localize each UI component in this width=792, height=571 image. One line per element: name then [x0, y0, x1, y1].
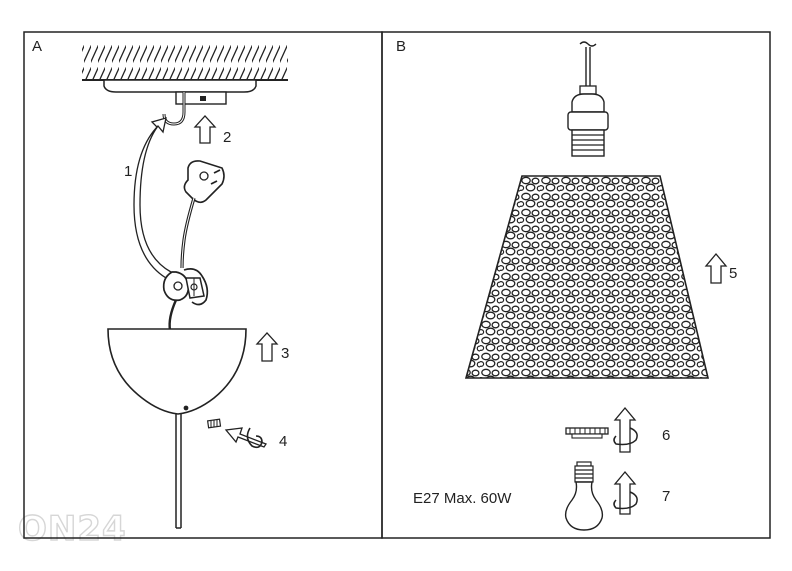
panel-b-frame: [381, 31, 771, 539]
bulb-icon: [564, 461, 604, 531]
socket-icon: [567, 85, 609, 157]
screw-icon: [206, 418, 222, 429]
step-6-label: 6: [662, 427, 670, 444]
socket-cord: [585, 47, 591, 86]
ceiling-hatch: [82, 42, 288, 81]
step-3-label: 3: [281, 345, 289, 362]
canopy-bowl: [107, 328, 247, 415]
lampshade: [464, 175, 710, 379]
bulb-spec-label: E27 Max. 60W: [413, 490, 512, 507]
step-5-label: 5: [729, 265, 737, 282]
plug-icon: [183, 160, 225, 204]
arrow-up-icon: [704, 252, 728, 284]
watermark-logo: ON24: [18, 509, 127, 549]
curved-arrow-icon: [133, 117, 173, 279]
step-7-label: 7: [662, 488, 670, 505]
arrow-up-icon: [193, 115, 217, 144]
cord-break-icon: [579, 41, 597, 47]
step-4-label: 4: [279, 433, 287, 450]
ring-icon: [565, 427, 609, 439]
panel-a-label: A: [32, 38, 42, 55]
panel-b-label: B: [396, 38, 406, 55]
canopy-screw-hole: [183, 405, 189, 411]
rotate-arrow-icon: [613, 470, 638, 515]
rotate-arrow-icon: [224, 427, 267, 449]
arrow-up-icon: [255, 332, 279, 362]
hanging-cord: [175, 414, 182, 529]
power-cord: [180, 197, 196, 269]
step-1-label: 1: [124, 163, 132, 180]
rotate-arrow-icon: [613, 406, 638, 453]
panel-a-frame: [23, 31, 383, 539]
step-2-label: 2: [223, 129, 231, 146]
cord-connector: [162, 268, 209, 306]
ceiling-plate: [103, 79, 257, 93]
